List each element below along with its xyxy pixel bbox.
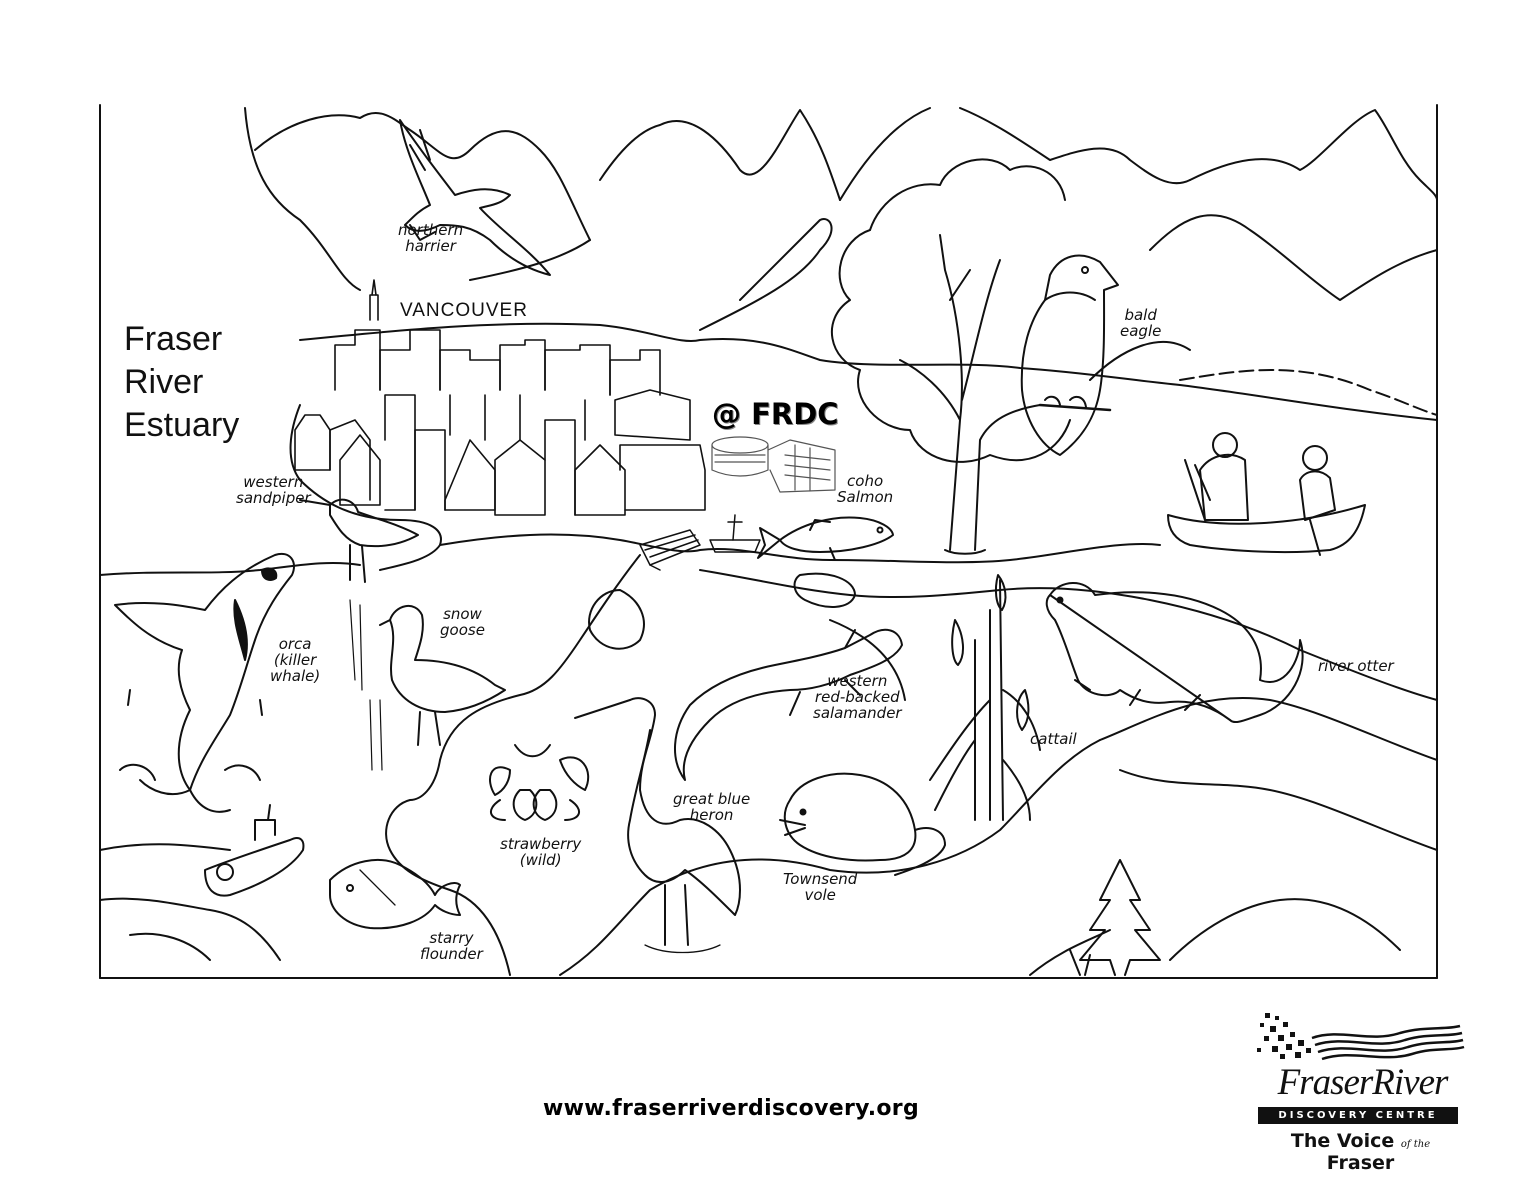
label-orca: orca (killer whale)	[270, 635, 321, 685]
great-blue-heron-icon	[574, 697, 741, 954]
label-bald-eagle: bald eagle	[1120, 306, 1162, 340]
frdc-building-icon	[711, 436, 836, 493]
city-buildings	[294, 279, 706, 516]
city-label: VANCOUVER	[400, 300, 528, 321]
logo-tagline-end: Fraser	[1326, 1152, 1395, 1174]
frdc-marker-label: @ FRDC	[712, 397, 839, 431]
label-coho-salmon: coho Salmon	[837, 472, 894, 506]
label-northern-harrier: northern harrier	[398, 221, 464, 255]
cattail-icon	[929, 574, 1041, 821]
website-url: www.fraserriverdiscovery.org	[543, 1096, 919, 1121]
fraser-river-discovery-centre-logo: FraserRiver DISCOVERY CENTRE The Voice o…	[1250, 1008, 1465, 1174]
logo-tagline-mid: of the	[1400, 1139, 1431, 1150]
label-great-blue-heron: great blue heron	[673, 790, 751, 824]
map-title: Fraser River Estuary	[124, 320, 240, 444]
log-boom-icon	[639, 514, 761, 571]
motorboat-icon	[204, 804, 305, 897]
map-border	[99, 104, 1438, 979]
logo-tagline: The Voice of the Fraser	[1258, 1130, 1463, 1174]
label-river-otter: river otter	[1318, 657, 1394, 675]
river-channels	[99, 322, 1438, 976]
starry-flounder-icon	[329, 859, 461, 930]
strawberry-icon	[489, 744, 590, 821]
western-sandpiper-icon	[299, 498, 419, 583]
label-starry-flounder: starry flounder	[420, 929, 483, 963]
logo-wordmark: FraserRiver	[1277, 1062, 1449, 1103]
coho-salmon-icon	[757, 516, 894, 561]
northern-harrier-icon	[399, 119, 551, 276]
label-townsend-vole: Townsend vole	[783, 870, 858, 904]
tree-icon	[831, 158, 1071, 555]
label-western-salamander: western red-backed salamander	[813, 672, 902, 722]
evergreen-trees-icon	[1069, 859, 1161, 976]
canoe-icon	[1167, 432, 1366, 556]
label-snow-goose: snow goose	[440, 605, 485, 639]
townsend-vole-icon	[779, 772, 946, 876]
label-cattail: cattail	[1030, 730, 1077, 748]
mountains	[244, 107, 1438, 416]
salamander-icon	[674, 628, 903, 781]
orca-icon	[114, 552, 295, 813]
logo-waves-icon	[1257, 1013, 1465, 1061]
snow-goose-icon	[349, 599, 506, 771]
bald-eagle-icon	[1020, 254, 1119, 456]
label-strawberry: strawberry (wild)	[500, 835, 582, 869]
label-western-sandpiper: western sandpiper	[236, 473, 311, 507]
logo-subtitle-band: DISCOVERY CENTRE	[1258, 1107, 1458, 1124]
logo-tagline-start: The Voice	[1290, 1130, 1401, 1152]
river-otter-icon	[1045, 582, 1304, 724]
